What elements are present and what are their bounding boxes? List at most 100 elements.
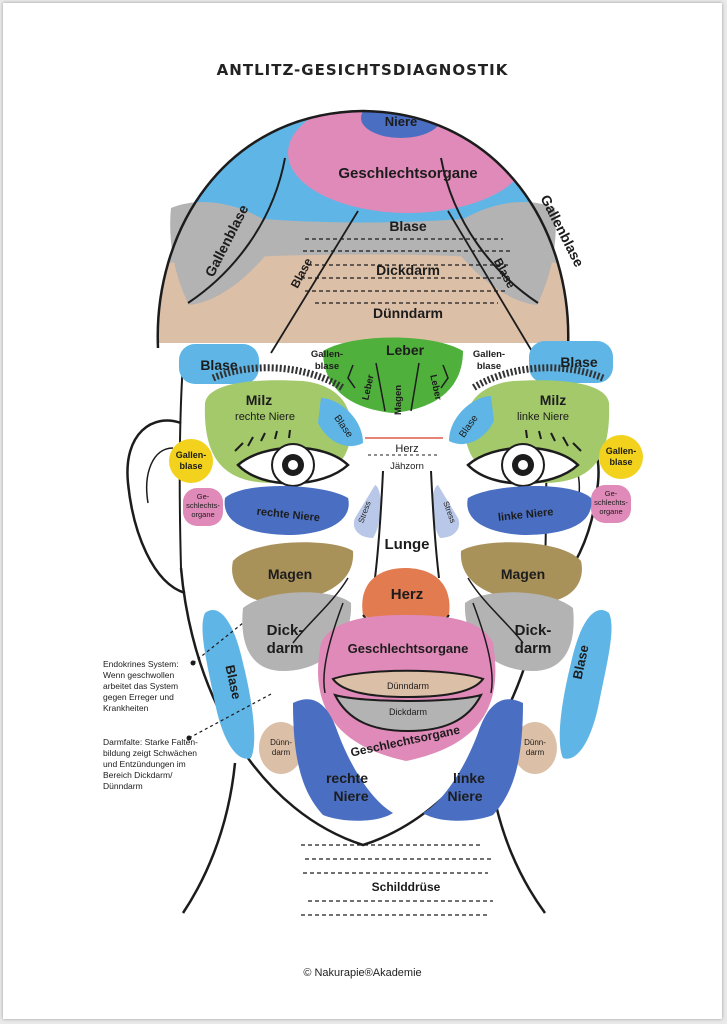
- label-geschlechtsorgane-mouth: Geschlechtsorgane: [348, 641, 469, 656]
- label-linke-chin-1: linke: [453, 770, 485, 786]
- head-outline: [156, 109, 570, 349]
- left-eye: [234, 429, 350, 487]
- gallenblase-left-zone: [170, 202, 283, 305]
- label-gallen-left-2: blase: [315, 361, 339, 372]
- page: ANTLITZ-GESICHTSDIAGNOSTIK: [3, 3, 722, 1019]
- label-ear-gallen-left-1: Gallen-: [176, 450, 207, 460]
- label-linke-niere-under: linke Niere: [497, 506, 554, 524]
- label-ear-ge-left-3: organe: [191, 510, 214, 519]
- note-darmfalte: Darmfalte: Starke Falten- bildung zeigt …: [103, 737, 198, 791]
- label-duenn-jaw-left-1: Dünn-: [270, 738, 292, 747]
- note-endokrin-line: Endokrines System:: [103, 659, 179, 669]
- label-milz-left: Milz: [246, 392, 272, 408]
- label-rechte-chin-2: Niere: [333, 788, 368, 804]
- label-gallen-right-2: blase: [477, 361, 501, 372]
- niere-zone: [361, 111, 441, 138]
- gallenblase-ear-right-zone: [599, 435, 643, 479]
- label-ear-ge-left-1: Ge-: [197, 492, 210, 501]
- label-ear-ge-right-2: schlechts-: [594, 498, 628, 507]
- jaw-outline: [179, 567, 547, 847]
- copyright-footer: © Nakurapie®Akademie: [303, 967, 422, 979]
- right-eyebrow: [471, 364, 605, 391]
- label-leber: Leber: [386, 342, 425, 358]
- label-duenn-jaw-left-2: darm: [272, 748, 291, 757]
- face-diagram: Niere Geschlechtsorgane Blase Gallenblas…: [103, 109, 643, 916]
- label-blase-cheek-right: Blase: [570, 644, 592, 681]
- label-blase-brow-right: Blase: [560, 354, 598, 370]
- blase-cheek-left-zone: [202, 610, 255, 759]
- label-milz-right: Milz: [540, 392, 566, 408]
- note-darmfalte-line: Dünndarm: [103, 781, 143, 791]
- label-ear-gallen-right-2: blase: [609, 457, 632, 467]
- geschlechtsorgane-ear-left-zone: [183, 488, 223, 526]
- label-rechte-chin-1: rechte: [326, 770, 368, 786]
- note-darmfalte-line: Bereich Dickdarm/: [103, 770, 173, 780]
- note-darmfalte-line: und Entzündungen im: [103, 759, 186, 769]
- note-endokrin-line: arbeitet das System: [103, 681, 178, 691]
- left-eyebrow: [211, 364, 345, 391]
- label-duenn-jaw-right-2: darm: [526, 748, 545, 757]
- label-magen-right: Magen: [501, 566, 545, 582]
- note-darmfalte-line: bildung zeigt Schwächen: [103, 748, 197, 758]
- linke-niere-under-zone: [467, 485, 592, 535]
- magen-left-zone: [232, 542, 354, 603]
- left-ear-outline: [126, 419, 186, 595]
- label-linke-niere-eye: linke Niere: [517, 411, 569, 423]
- label-leber-small-left: Leber: [360, 373, 376, 401]
- label-dickdarm-top: Dickdarm: [376, 262, 440, 278]
- label-niere: Niere: [385, 114, 418, 129]
- label-schilddruese: Schilddrüse: [372, 880, 441, 894]
- label-gallen-right-1: Gallen-: [473, 349, 505, 360]
- label-dick-left-1: Dick-: [267, 622, 304, 639]
- label-dick-left-2: darm: [267, 640, 304, 657]
- blase-cheek-right-zone: [559, 610, 612, 759]
- geschlechtsorgane-ear-right-zone: [591, 485, 631, 523]
- label-lunge: Lunge: [385, 536, 430, 553]
- label-duenn-jaw-right-1: Dünn-: [524, 738, 546, 747]
- label-ear-ge-left-2: schlechts-: [186, 501, 220, 510]
- label-duenndarm-top: Dünndarm: [373, 305, 443, 321]
- leber-zone: [323, 337, 463, 413]
- label-dick-right-2: darm: [515, 640, 552, 657]
- label-linke-chin-2: Niere: [447, 788, 482, 804]
- label-ear-ge-right-1: Ge-: [605, 489, 618, 498]
- dickdarm-lip-zone: [333, 693, 483, 733]
- label-herz-nose: Herz: [391, 586, 424, 603]
- gallenblase-ear-left-zone: [169, 439, 213, 483]
- note-endokrin-line: Wenn geschwollen: [103, 670, 174, 680]
- page-title: ANTLITZ-GESICHTSDIAGNOSTIK: [216, 61, 509, 79]
- note-darmfalte-line: Darmfalte: Starke Falten-: [103, 737, 198, 747]
- linke-niere-chin-zone: [423, 699, 523, 821]
- blase-brow-left-zone: [179, 344, 259, 384]
- label-dick-right-1: Dick-: [515, 622, 552, 639]
- label-blase-brow-left: Blase: [200, 357, 238, 373]
- stress-left-zone: [353, 485, 381, 538]
- label-leber-small-right: Leber: [427, 374, 443, 402]
- duenndarm-lip-zone: [331, 669, 485, 699]
- label-duenndarm-lip: Dünndarm: [387, 681, 429, 691]
- label-blase-top: Blase: [389, 218, 427, 234]
- blase-eye-right-zone: [449, 396, 494, 445]
- neck-left: [181, 762, 237, 914]
- label-geschlechtsorgane-top: Geschlechtsorgane: [338, 165, 477, 182]
- stress-right-zone: [432, 485, 460, 538]
- note-endokrin-line: Krankheiten: [103, 703, 149, 713]
- label-ear-ge-right-3: organe: [599, 507, 622, 516]
- label-dickdarm-lip: Dickdarm: [389, 707, 427, 717]
- magen-right-zone: [460, 542, 582, 603]
- geschlechtsorgane-zone: [288, 111, 528, 213]
- rechte-niere-under-zone: [224, 485, 349, 535]
- label-jaehzorn: Jähzorn: [390, 461, 424, 472]
- duenndarm-jaw-right-zone: [513, 722, 557, 774]
- label-rechte-niere-eye: rechte Niere: [235, 411, 295, 423]
- note-endokrin: Endokrines System: Wenn geschwollen arbe…: [103, 659, 179, 713]
- rechte-niere-chin-zone: [293, 699, 393, 821]
- duenndarm-jaw-left-zone: [259, 722, 303, 774]
- label-herz-small: Herz: [395, 443, 418, 455]
- label-gallen-left-1: Gallen-: [311, 349, 343, 360]
- label-ear-gallen-right-1: Gallen-: [606, 446, 637, 456]
- label-magen-vertical: Magen: [393, 385, 404, 415]
- blase-eye-left-zone: [318, 398, 363, 447]
- label-blase-cheek-left: Blase: [222, 664, 244, 701]
- gallenblase-right-zone: [443, 202, 556, 305]
